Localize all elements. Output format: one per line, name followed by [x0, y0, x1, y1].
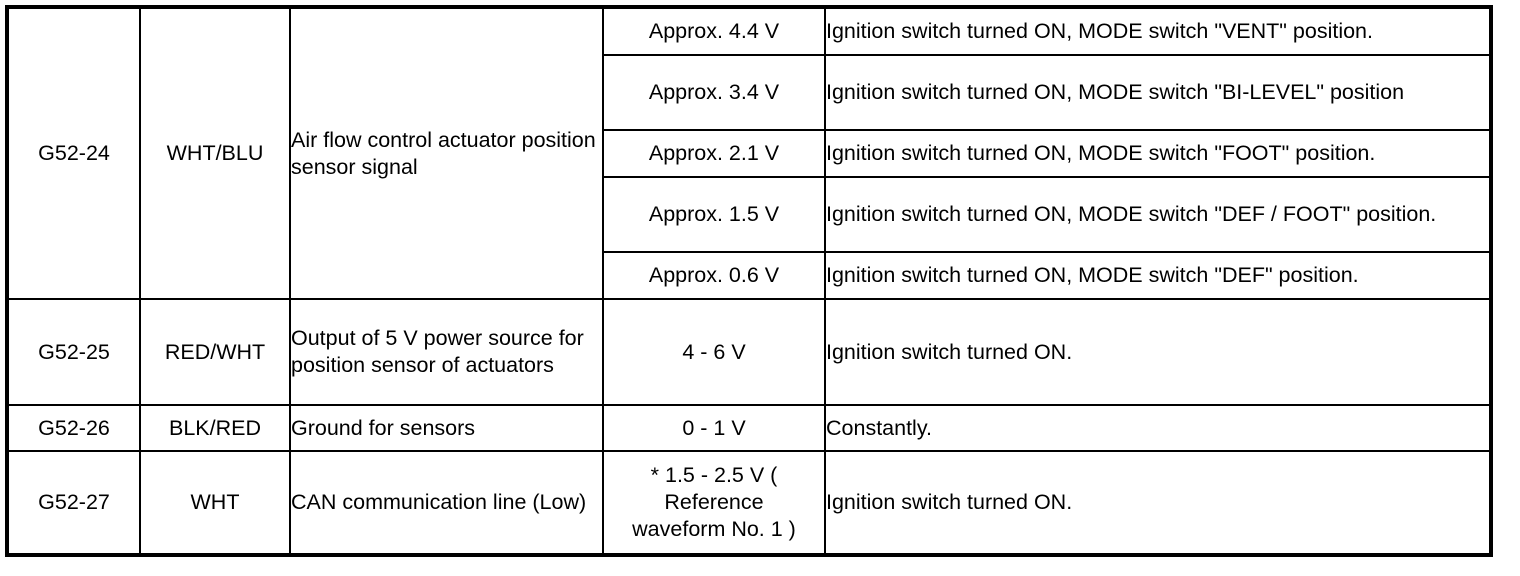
wire-color-cell: WHT [139, 450, 291, 556]
description-cell: Output of 5 V power source for position … [289, 298, 604, 406]
description-cell: Ground for sensors [289, 404, 604, 452]
value-cell: Approx. 4.4 V [602, 6, 826, 56]
value-line-1: * 1.5 - 2.5 V ( [650, 463, 778, 487]
value-line-2: Reference [664, 490, 764, 514]
value-cell: * 1.5 - 2.5 V ( Reference waveform No. 1… [602, 450, 826, 556]
value-cell: 0 - 1 V [602, 404, 826, 452]
condition-cell: Ignition switch turned ON, MODE switch "… [824, 251, 1492, 300]
value-cell: Approx. 2.1 V [602, 129, 826, 178]
table-row: G52-25 RED/WHT Output of 5 V power sourc… [6, 298, 1492, 406]
table-row: G52-27 WHT CAN communication line (Low) … [6, 450, 1492, 556]
condition-cell: Ignition switch turned ON. [824, 450, 1492, 556]
terminal-number-cell: G52-24 [6, 6, 141, 300]
condition-cell: Constantly. [824, 404, 1492, 452]
table-row: Approx. 1.5 V Ignition switch turned ON,… [7, 176, 1492, 253]
value-cell: Approx. 0.6 V [602, 251, 826, 300]
value-cell: Approx. 1.5 V [602, 176, 826, 253]
condition-cell: Ignition switch turned ON, MODE switch "… [824, 6, 1492, 56]
condition-cell: Ignition switch turned ON, MODE switch "… [824, 54, 1492, 131]
wire-color-cell: WHT/BLU [139, 6, 291, 300]
table-row: Approx. 3.4 V Ignition switch turned ON,… [7, 54, 1492, 131]
terminal-number-cell: G52-25 [6, 298, 141, 406]
terminal-number-cell: G52-26 [6, 404, 141, 452]
table-row: G52-26 BLK/RED Ground for sensors 0 - 1 … [6, 404, 1492, 452]
table-row: Approx. 2.1 V Ignition switch turned ON,… [7, 129, 1492, 178]
table-row: G52-24 WHT/BLU Air flow control actuator… [6, 6, 1492, 300]
wire-color-cell: RED/WHT [139, 298, 291, 406]
description-cell: Air flow control actuator position senso… [289, 6, 604, 300]
condition-cell: Ignition switch turned ON, MODE switch "… [824, 176, 1492, 253]
condition-cell: Ignition switch turned ON, MODE switch "… [824, 129, 1492, 178]
value-cell: 4 - 6 V [602, 298, 826, 406]
terminal-inspection-table: G52-24 WHT/BLU Air flow control actuator… [5, 5, 1493, 557]
value-line-3: waveform No. 1 ) [632, 517, 796, 541]
description-cell: CAN communication line (Low) [289, 450, 604, 556]
condition-cell: Ignition switch turned ON. [824, 298, 1492, 406]
value-cell: Approx. 3.4 V [602, 54, 826, 131]
terminal-number-cell: G52-27 [6, 450, 141, 556]
table-row: Approx. 0.6 V Ignition switch turned ON,… [7, 251, 1492, 300]
wire-color-cell: BLK/RED [139, 404, 291, 452]
